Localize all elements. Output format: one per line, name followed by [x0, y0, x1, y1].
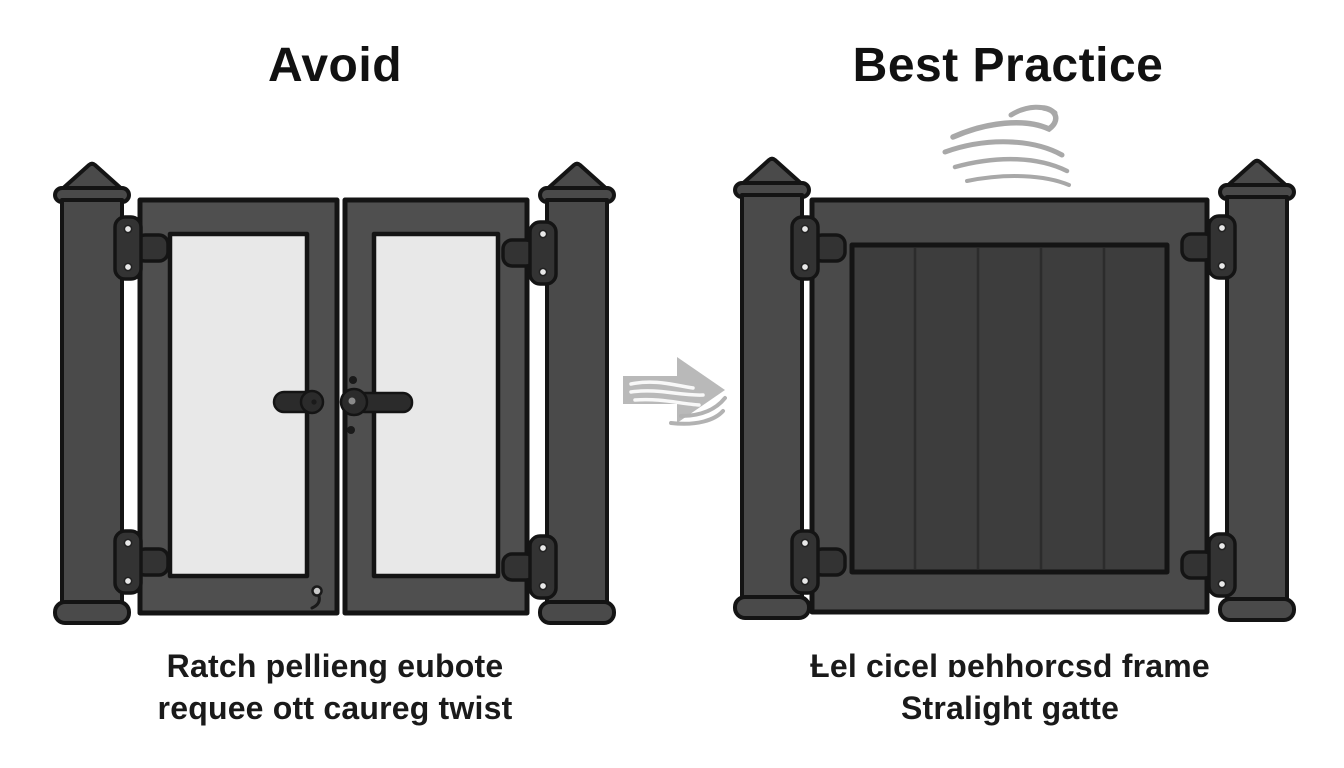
gate-panel	[809, 197, 1210, 615]
avoid-caption: Ratch pellieng eubote requee ott caureg …	[15, 645, 655, 729]
best-practice-title: Best Practice	[852, 39, 1164, 92]
wind-swoosh-icon	[942, 104, 1071, 187]
cane-bolt-mark	[310, 585, 323, 610]
arrow-right-icon	[623, 357, 727, 426]
best-practice-caption-line1: Ƚel cicel ɒehhorcsd frame	[810, 648, 1210, 684]
gate-latch-handle-icon	[339, 376, 414, 434]
gate-latch-handle-icon	[272, 389, 325, 415]
avoid-title: Avoid	[267, 39, 403, 92]
avoid-caption-line1: Ratch pellieng eubote	[166, 648, 504, 684]
best-practice-caption: Ƚel cicel ɒehhorcsd frame Stralight gatt…	[690, 645, 1330, 729]
avoid-caption-line2: requee ott caureg twist	[157, 690, 513, 726]
avoid-gate-illustration	[53, 161, 616, 625]
best-practice-gate-illustration	[733, 104, 1296, 622]
best-practice-caption-line2: Stralight gatte	[900, 690, 1120, 726]
